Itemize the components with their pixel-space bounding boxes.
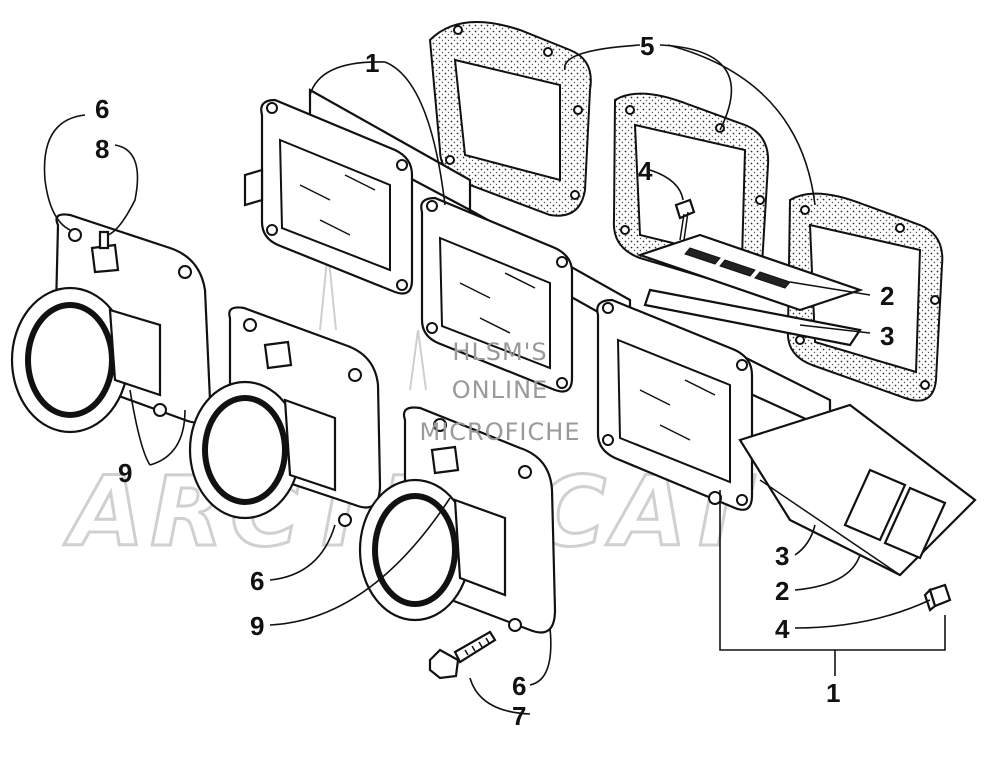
bolt [428,630,497,680]
gasket-middle [612,92,770,289]
callout-6-bottom: 6 [512,671,526,701]
reed-petal-bottom [738,403,977,577]
callout-8: 8 [95,134,109,164]
gasket-top [428,21,592,217]
adaptor-middle [188,306,382,527]
watermark-line2: ONLINE [452,376,548,404]
callout-9-middle: 9 [250,611,264,641]
callout-3-bottom: 3 [775,541,789,571]
callout-2-top: 2 [880,281,894,311]
callout-1-top: 1 [365,48,379,78]
callout-5: 5 [640,31,654,61]
reed-valve-left [243,88,472,295]
callout-4-bottom: 4 [775,614,790,644]
leader-lines [43,44,946,715]
watermark-line1: HLSM'S [452,338,547,366]
callout-6-middle: 6 [250,566,264,596]
center-watermark: HLSM'S ONLINE MICROFICHE [420,338,581,446]
screw-bottom [923,583,952,612]
screw-top [674,198,696,241]
callout-2-bottom: 2 [775,576,789,606]
reed-petal-top [636,233,864,347]
callout-9-left: 9 [118,458,132,488]
callout-labels: 1 5 4 2 3 6 8 9 6 9 6 7 3 2 4 1 [95,31,894,731]
watermark-line3: MICROFICHE [420,418,581,446]
adaptor-left [10,213,212,434]
callout-1-bottom: 1 [826,678,840,708]
reed-valve-right [596,298,832,511]
adaptor-right [358,406,557,634]
callout-3-top: 3 [880,321,894,351]
reed-valve-center [420,196,632,393]
callout-4-top: 4 [638,156,653,186]
callout-6-top: 6 [95,94,109,124]
callout-7: 7 [512,701,526,731]
